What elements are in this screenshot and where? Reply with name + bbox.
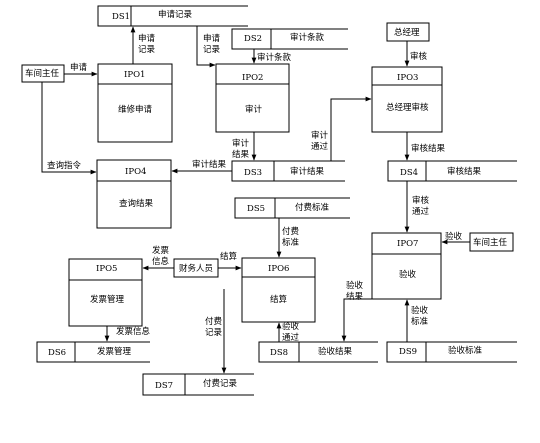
ipo6-id: IPO6	[268, 264, 289, 274]
ds5-name: 付费标准	[295, 202, 330, 213]
flow-invoice-info-store: 发票信息	[116, 326, 151, 337]
flow-accept-result-b: 结果	[346, 291, 364, 302]
process-ipo1: IPO1 维修申请	[97, 63, 173, 143]
ipo2-id: IPO2	[242, 73, 263, 83]
flow-accept-pass-a: 验收	[282, 321, 300, 332]
ds9-name: 验收标准	[448, 345, 483, 356]
ipo4-id: IPO4	[125, 167, 146, 177]
entity-general-manager-label: 总经理	[394, 27, 420, 38]
flow-apply-label: 申请	[70, 62, 88, 73]
flow-line-ipo7-to-ds8	[341, 298, 372, 342]
process-ipo7: IPO7 验收	[371, 232, 442, 300]
ipo5-id: IPO5	[96, 264, 117, 274]
process-ipo4: IPO4 查询结果	[96, 159, 172, 229]
ds4-name: 审核结果	[447, 166, 482, 177]
ipo6-name: 结算	[270, 294, 288, 305]
ds7-id: DS7	[155, 381, 173, 391]
flow-arrows	[41, 26, 470, 374]
ipo1-name: 维修申请	[118, 104, 153, 115]
flow-audit-pass-a: 审计	[311, 130, 329, 141]
data-store-ds8: DS8 验收结果	[258, 341, 378, 363]
ipo7-name: 验收	[399, 269, 417, 280]
process-ipo6: IPO6 结算	[241, 257, 316, 323]
flow-line-query-cmd	[41, 82, 97, 175]
ds7-name: 付费记录	[203, 378, 238, 389]
flow-pay-standard-a: 付费	[282, 226, 300, 237]
flow-apply-record-1b: 记录	[138, 45, 156, 55]
flow-pay-record-b: 记录	[205, 328, 223, 338]
data-store-ds1: DS1 申请记录	[97, 5, 248, 27]
ipo5-name: 发票管理	[90, 294, 125, 305]
process-ipo2: IPO2 审计	[215, 63, 290, 133]
ds4-id: DS4	[400, 168, 418, 178]
entity-workshop-director-right: 车间主任	[469, 232, 514, 252]
ipo7-id: IPO7	[397, 239, 418, 249]
flow-invoice-info-b: 信息	[152, 256, 170, 267]
entity-general-manager: 总经理	[386, 22, 430, 42]
ds3-name: 审计结果	[290, 166, 325, 177]
flow-apply-record-1a: 申请	[138, 33, 156, 44]
flow-apply-record-2b: 记录	[203, 45, 221, 55]
ds1-name: 申请记录	[158, 9, 193, 20]
ds5-id: DS5	[247, 204, 265, 214]
flow-audit-terms-label: 审计条款	[257, 52, 292, 63]
ds8-name: 验收结果	[318, 346, 353, 357]
flow-review-result-label: 审核结果	[411, 143, 446, 154]
ds6-id: DS6	[48, 348, 66, 358]
ipo3-id: IPO3	[397, 73, 418, 83]
flow-acceptance-label: 验收	[445, 231, 463, 242]
data-store-ds9: DS9 验收标准	[386, 341, 517, 363]
flow-accept-standard-a: 验收	[411, 305, 429, 316]
flow-accept-result-a: 验收	[346, 280, 364, 291]
data-store-ds3: DS3 审计结果	[231, 160, 345, 182]
flow-pay-standard-b: 标准	[282, 237, 300, 248]
flow-review-pass-a: 审核	[412, 195, 430, 206]
ds8-id: DS8	[270, 348, 288, 358]
entity-finance-staff: 财务人员	[173, 258, 219, 278]
flow-review-pass-b: 通过	[412, 206, 430, 217]
ipo2-name: 审计	[245, 104, 263, 115]
process-ipo3: IPO3 总经理审核	[371, 66, 443, 133]
flow-audit-result-b: 结果	[232, 149, 250, 160]
flow-line-audit-pass	[330, 96, 372, 161]
ipo1-id: IPO1	[124, 70, 145, 80]
flow-apply-record-2a: 申请	[203, 33, 221, 44]
data-store-ds2: DS2 审计条款	[231, 28, 348, 50]
ds1-id: DS1	[112, 12, 130, 22]
flow-audit-result-a: 审计	[232, 138, 250, 149]
ds9-id: DS9	[399, 347, 417, 357]
flow-settle-label: 结算	[220, 251, 238, 262]
flow-audit-pass-b: 通过	[311, 141, 329, 152]
entity-finance-staff-label: 财务人员	[179, 263, 213, 274]
flow-line-ds1-to-ipo2	[196, 26, 216, 68]
data-store-ds7: DS7 付费记录	[142, 373, 254, 396]
ds2-id: DS2	[244, 34, 262, 44]
flow-invoice-info-a: 发票	[152, 245, 170, 256]
ipo4-name: 查询结果	[119, 198, 154, 209]
ipo3-name: 总经理审核	[386, 102, 429, 113]
data-store-ds6: DS6 发票管理	[36, 341, 150, 363]
flow-accept-standard-b: 标准	[411, 316, 429, 327]
flow-accept-pass-b: 通过	[282, 332, 300, 343]
flow-query-cmd-label: 查询指令	[47, 160, 82, 171]
ds2-name: 审计条款	[290, 32, 325, 43]
flow-audit-result-to-ipo4: 审计结果	[192, 159, 227, 170]
entity-workshop-director-left-label: 车间主任	[25, 68, 60, 79]
ds6-name: 发票管理	[97, 346, 132, 357]
flow-labels: 申请 查询指令 申请 记录 申请 记录 审计条款 审计 结果 审计结果 审计 通…	[47, 33, 463, 343]
ds3-id: DS3	[244, 168, 262, 178]
data-store-ds4: DS4 审核结果	[387, 160, 517, 182]
flow-pay-record-a: 付费	[205, 316, 223, 327]
entity-workshop-director-right-label: 车间主任	[473, 237, 508, 248]
process-ipo5: IPO5 发票管理	[68, 258, 143, 327]
data-store-ds5: DS5 付费标准	[234, 197, 350, 219]
entity-workshop-director-left: 车间主任	[21, 64, 65, 83]
flow-review-label: 审核	[410, 51, 428, 62]
